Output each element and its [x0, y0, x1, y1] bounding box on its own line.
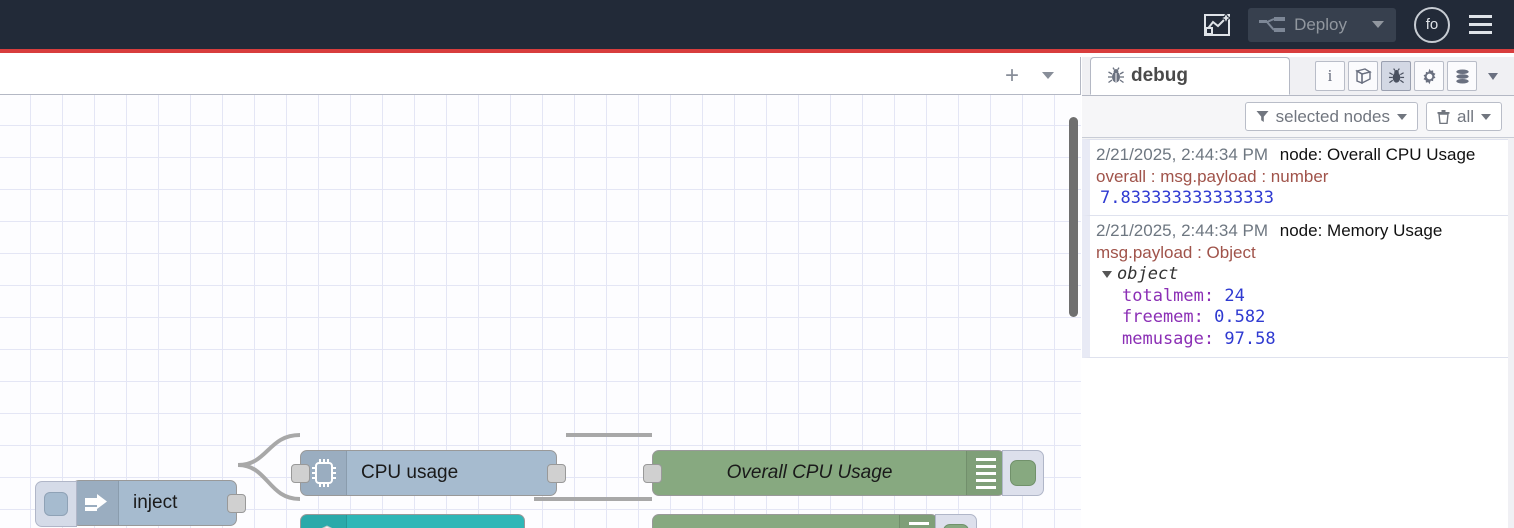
- tab-debug-label: debug: [1131, 65, 1188, 86]
- property-key: totalmem: [1122, 285, 1204, 306]
- node-debug-label: Overall CPU Usage: [726, 462, 893, 483]
- debug-object-label: object: [1117, 263, 1179, 284]
- flow-canvas[interactable]: inject: [0, 95, 1081, 528]
- node-port-output[interactable]: [227, 494, 246, 513]
- property-key: freemem: [1122, 307, 1194, 328]
- flow-list-menu-button[interactable]: [1030, 57, 1066, 95]
- debug-filter-nodes-label: selected nodes: [1275, 106, 1390, 126]
- canvas-vertical-scrollbar[interactable]: [1069, 117, 1078, 317]
- node-debug-label: Memory Usage: [653, 515, 899, 528]
- trash-icon: [1437, 109, 1450, 124]
- debug-message-timestamp: 2/21/2025, 2:44:34 PM: [1096, 145, 1269, 164]
- node-debug-overall-cpu-usage[interactable]: Overall CPU Usage: [643, 450, 1044, 496]
- add-flow-button[interactable]: +: [994, 57, 1030, 95]
- deploy-label: Deploy: [1294, 14, 1347, 34]
- server-box-icon: [301, 515, 347, 528]
- info-icon[interactable]: i: [1315, 61, 1345, 91]
- chevron-down-icon: [1396, 113, 1407, 120]
- debug-object-property: totalmem: 24: [1122, 285, 1245, 306]
- debug-object-property: freemem: 0.582: [1122, 307, 1266, 328]
- debug-clear-button[interactable]: all: [1425, 102, 1502, 131]
- node-cpu-usage[interactable]: CPU usage: [291, 450, 566, 496]
- debug-object-property: memusage: 97.58: [1122, 329, 1276, 349]
- tab-debug[interactable]: debug: [1090, 57, 1290, 95]
- node-memory[interactable]: Memory: [300, 514, 525, 528]
- debug-message-topic: overall : msg.payload : number: [1096, 166, 1329, 186]
- debug-lines-icon: [899, 515, 937, 528]
- wire-inject-to-cpu: [237, 433, 301, 467]
- debug-filter-bar: selected nodes all: [1082, 96, 1514, 138]
- arrow-right-icon: [73, 481, 119, 525]
- sidebar-tab-bar: debug i: [1082, 57, 1514, 96]
- node-debug-memory-usage[interactable]: Memory Usage: [652, 514, 977, 528]
- debug-message-value: 7.833333333333333: [1100, 187, 1274, 208]
- chevron-down-icon: [1488, 72, 1498, 80]
- inject-trigger-button[interactable]: [35, 481, 77, 527]
- deploy-button-main[interactable]: Deploy: [1248, 8, 1360, 42]
- sidebar: debug i: [1082, 57, 1514, 528]
- node-port-output[interactable]: [547, 464, 566, 483]
- flow-sparkle-icon[interactable]: [1196, 5, 1238, 45]
- debug-message-list[interactable]: 2/21/2025, 2:44:34 PM node: Overall CPU …: [1082, 139, 1514, 528]
- property-value: 0.582: [1214, 307, 1266, 328]
- flow-tab-bar: +: [0, 57, 1080, 95]
- property-key: memusage: [1122, 329, 1204, 349]
- node-cpu-label: CPU usage: [361, 462, 459, 483]
- deploy-icon: [1259, 16, 1286, 32]
- property-value: 24: [1224, 285, 1245, 306]
- debug-lines-icon: [966, 451, 1004, 495]
- bug-icon[interactable]: [1381, 61, 1411, 91]
- node-memory-label: Memory: [347, 515, 444, 528]
- debug-object-expander[interactable]: object: [1096, 264, 1508, 286]
- sidebar-tool-buttons: i: [1315, 61, 1514, 95]
- debug-toggle-square: [943, 524, 969, 528]
- inject-trigger-square: [44, 492, 68, 516]
- deploy-button[interactable]: Deploy: [1248, 7, 1396, 42]
- main-area: +: [0, 57, 1514, 528]
- funnel-icon: [1256, 111, 1269, 122]
- node-port-input[interactable]: [643, 464, 662, 483]
- chevron-down-icon: [1042, 72, 1054, 79]
- debug-message[interactable]: 2/21/2025, 2:44:34 PM node: Overall CPU …: [1082, 139, 1514, 217]
- debug-filter-nodes-button[interactable]: selected nodes: [1244, 102, 1418, 131]
- debug-message-timestamp: 2/21/2025, 2:44:34 PM: [1096, 221, 1269, 241]
- workspace: +: [0, 57, 1081, 528]
- avatar-initials: fo: [1425, 16, 1439, 33]
- context-data-icon[interactable]: [1447, 61, 1477, 91]
- node-port-input[interactable]: [291, 464, 310, 483]
- chevron-down-icon: [1481, 113, 1491, 120]
- chevron-down-icon: [1372, 21, 1384, 28]
- avatar[interactable]: fo: [1414, 6, 1450, 43]
- node-inject[interactable]: inject: [35, 480, 246, 527]
- gear-icon[interactable]: [1414, 61, 1444, 91]
- debug-clear-label: all: [1456, 106, 1474, 126]
- debug-message-source-node[interactable]: node: Overall CPU Usage: [1279, 145, 1476, 164]
- add-flow-label: +: [1004, 61, 1019, 89]
- deploy-dropdown-button[interactable]: [1360, 8, 1396, 42]
- help-book-icon[interactable]: [1348, 61, 1378, 91]
- debug-message-topic: msg.payload : Object: [1096, 243, 1256, 262]
- bug-icon: [1108, 67, 1124, 84]
- debug-message-header: 2/21/2025, 2:44:34 PM node: Memory Usage: [1096, 220, 1508, 242]
- app-header: Deploy fo: [0, 0, 1514, 53]
- property-value: 97.58: [1224, 329, 1276, 349]
- sidebar-more-menu-button[interactable]: [1480, 61, 1506, 91]
- hamburger-menu-icon[interactable]: [1460, 5, 1500, 45]
- debug-message-header: 2/21/2025, 2:44:34 PM node: Overall CPU …: [1096, 144, 1508, 166]
- debug-toggle-square: [1010, 460, 1036, 486]
- node-inject-label: inject: [133, 492, 178, 513]
- debug-enable-toggle[interactable]: [1002, 450, 1044, 496]
- debug-enable-toggle[interactable]: [935, 514, 977, 528]
- triangle-down-icon: [1102, 271, 1112, 279]
- sidebar-scrollbar[interactable]: [1508, 139, 1514, 528]
- debug-message[interactable]: 2/21/2025, 2:44:34 PM node: Memory Usage…: [1082, 216, 1514, 358]
- debug-message-source-node[interactable]: node: Memory Usage: [1279, 221, 1443, 241]
